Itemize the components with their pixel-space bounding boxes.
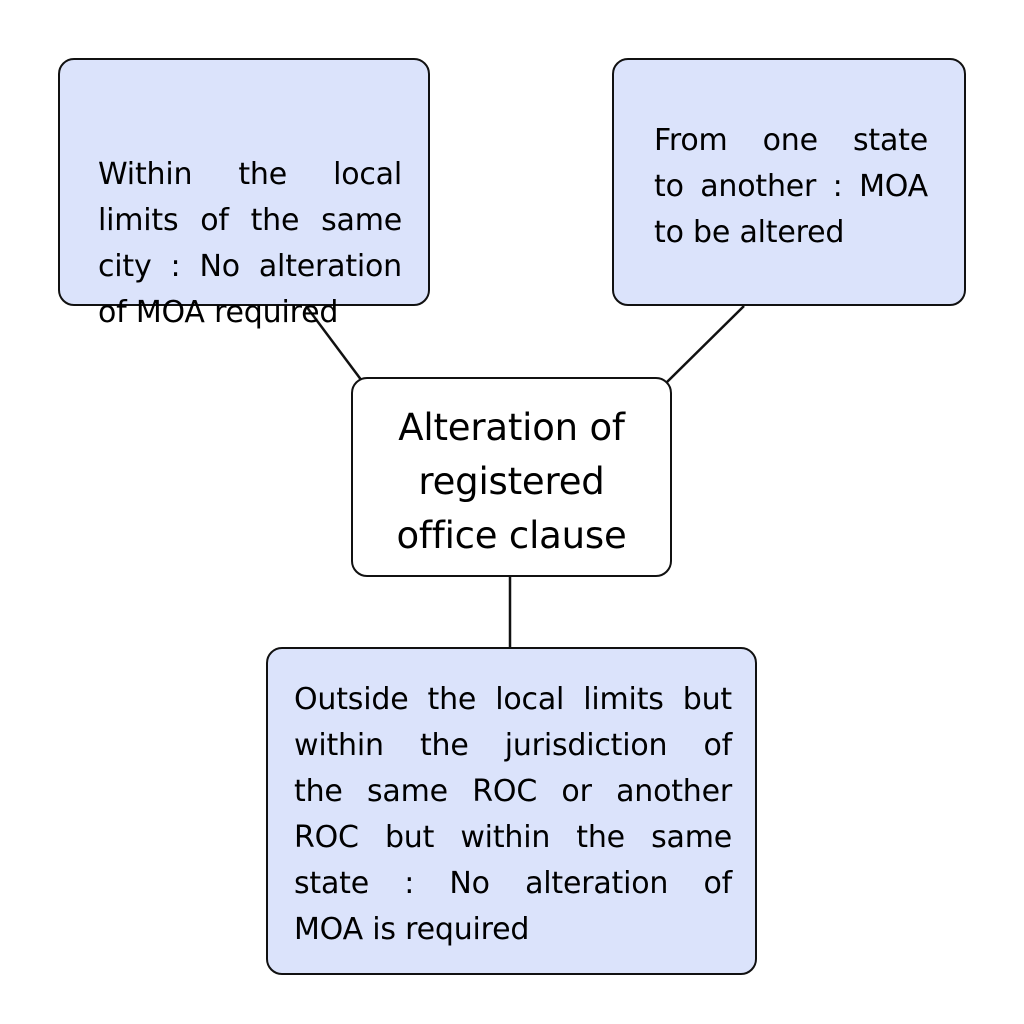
branch-node-text: Outside the local limits but within the … [294,677,732,953]
text-line: of MOA required [98,295,339,330]
text-line: city : No alteration [98,249,402,284]
center-node-text: Alteration of registered office clause [353,401,670,563]
center-node-title: Alteration of registered office clause [351,377,672,577]
branch-node-within-local-limits: Within the local limits of the same city… [58,58,430,330]
text-line: limits of the same [98,203,402,238]
branch-node-state-to-state: From one state to another : MOA to be al… [612,58,966,306]
text-line: Outside the local limits but [294,682,732,717]
text-line: office clause [396,514,627,557]
text-line: From one state [654,123,928,158]
text-line: Within the local [98,157,402,192]
text-line: MOA is required [294,912,530,947]
text-line: state : No alteration of [294,866,732,901]
connector-center-to-top-right [665,305,745,384]
branch-node-text: Within the local limits of the same city… [98,152,402,336]
text-line: ROC but within the same [294,820,732,855]
branch-node-outside-local-limits: Outside the local limits but within the … [266,647,757,975]
text-line: to be altered [654,215,845,250]
text-line: the same ROC or another [294,774,732,809]
branch-node-text: From one state to another : MOA to be al… [654,118,928,256]
text-line: within the jurisdiction of [294,728,732,763]
text-line: Alteration of [398,406,625,449]
connector-center-to-top-left [304,305,364,382]
text-line: registered [418,460,605,503]
text-line: to another : MOA [654,169,928,204]
